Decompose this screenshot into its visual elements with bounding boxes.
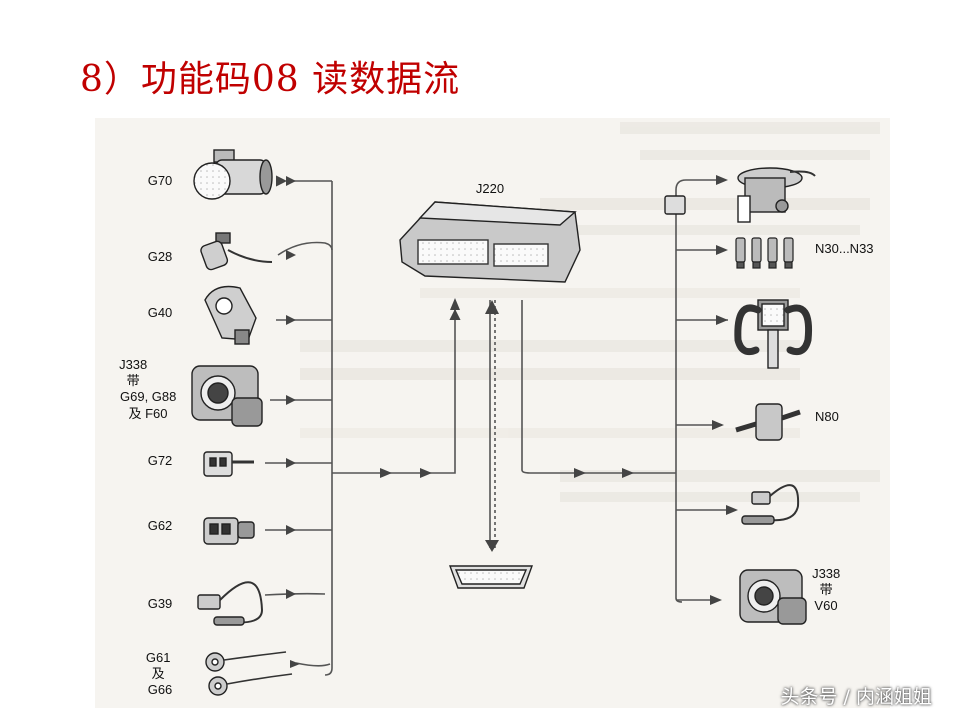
g61-knock-sensor-icon <box>205 651 293 696</box>
label-g61: G61 及 G66 <box>146 650 174 697</box>
input-arrowheads <box>286 176 432 668</box>
label-g70: G70 <box>148 173 173 188</box>
fuel-pump-icon <box>737 167 816 223</box>
diagram-panel: G70 G28 G40 J338 带 G69, G88 及 F60 G72 G6… <box>95 118 890 708</box>
background-bleed-text <box>300 122 880 502</box>
lambda-heater-icon <box>741 484 800 525</box>
g62-temp-sensor-icon <box>203 517 255 545</box>
label-g62: G62 <box>148 518 173 533</box>
j338-throttle-body-icon <box>191 365 263 427</box>
g40-hall-sensor-icon <box>204 285 257 345</box>
label-g72: G72 <box>148 453 173 468</box>
page-title: 8）功能码08 读数据流 <box>80 59 461 100</box>
label-j338-out: J338 带 V60 <box>812 566 844 613</box>
input-labels: G70 G28 G40 J338 带 G69, G88 及 F60 G72 G6… <box>119 173 180 697</box>
label-g39: G39 <box>148 596 173 611</box>
diagnostic-arrowheads <box>450 298 634 552</box>
input-wiring <box>264 175 461 676</box>
label-g40: G40 <box>148 305 173 320</box>
injectors-icon <box>735 237 794 269</box>
g70-air-mass-meter-icon <box>193 149 273 200</box>
g28-speed-sensor-icon <box>200 232 273 271</box>
ecu-label: J220 <box>476 181 504 196</box>
ignition-coil-icon <box>734 299 813 369</box>
g39-lambda-probe-icon <box>197 581 264 626</box>
obd-connector-icon <box>449 565 533 589</box>
label-g28: G28 <box>148 249 173 264</box>
label-n80: N80 <box>815 409 839 424</box>
g72-connector-icon <box>203 451 254 477</box>
diagnostic-link <box>489 300 676 548</box>
n80-valve-icon <box>735 403 801 441</box>
output-arrowheads <box>710 175 738 605</box>
j338-v60-throttle-icon <box>739 569 807 625</box>
label-n30: N30...N33 <box>815 241 874 256</box>
watermark: 头条号 / 内涵姐姐 <box>780 686 932 708</box>
ecu-j220-icon <box>399 201 581 283</box>
fuel-pump-relay-icon <box>664 195 686 215</box>
output-wiring <box>675 179 735 603</box>
wiring-diagram: G70 G28 G40 J338 带 G69, G88 及 F60 G72 G6… <box>119 122 880 697</box>
label-j338-in: J338 带 G69, G88 及 F60 <box>119 357 180 421</box>
